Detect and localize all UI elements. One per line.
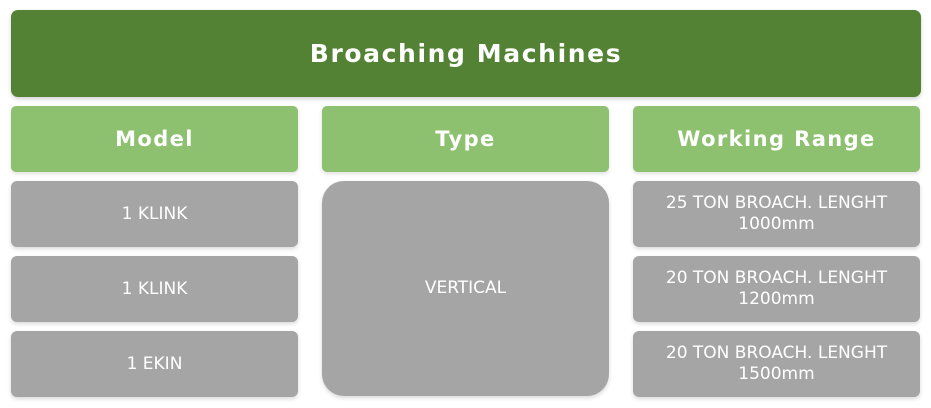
header-model-label: Model	[115, 127, 194, 151]
working-range-cell-text: 20 TON BROACH. LENGHT 1200mm	[665, 268, 888, 309]
working-range-cell: 20 TON BROACH. LENGHT 1500mm	[633, 331, 920, 397]
working-range-cell-text: 25 TON BROACH. LENGHT 1000mm	[665, 193, 888, 234]
working-range-cell-text: 20 TON BROACH. LENGHT 1500mm	[665, 343, 888, 384]
model-cell: 1 KLINK	[11, 256, 298, 322]
model-cell: 1 KLINK	[11, 181, 298, 247]
model-cell-text: 1 KLINK	[121, 278, 188, 299]
model-cell-text: 1 EKIN	[126, 353, 183, 374]
working-range-cell: 25 TON BROACH. LENGHT 1000mm	[633, 181, 920, 247]
header-type: Type	[322, 106, 609, 172]
table-title-text: Broaching Machines	[309, 39, 623, 68]
working-range-cell: 20 TON BROACH. LENGHT 1200mm	[633, 256, 920, 322]
header-working-range: Working Range	[633, 106, 920, 172]
table-title: Broaching Machines	[11, 10, 921, 97]
header-working-range-label: Working Range	[677, 127, 876, 151]
header-type-label: Type	[435, 127, 496, 151]
type-cell: VERTICAL	[322, 181, 609, 396]
model-cell-text: 1 KLINK	[121, 203, 188, 224]
type-cell-text: VERTICAL	[424, 278, 507, 298]
model-cell: 1 EKIN	[11, 331, 298, 397]
header-model: Model	[11, 106, 298, 172]
